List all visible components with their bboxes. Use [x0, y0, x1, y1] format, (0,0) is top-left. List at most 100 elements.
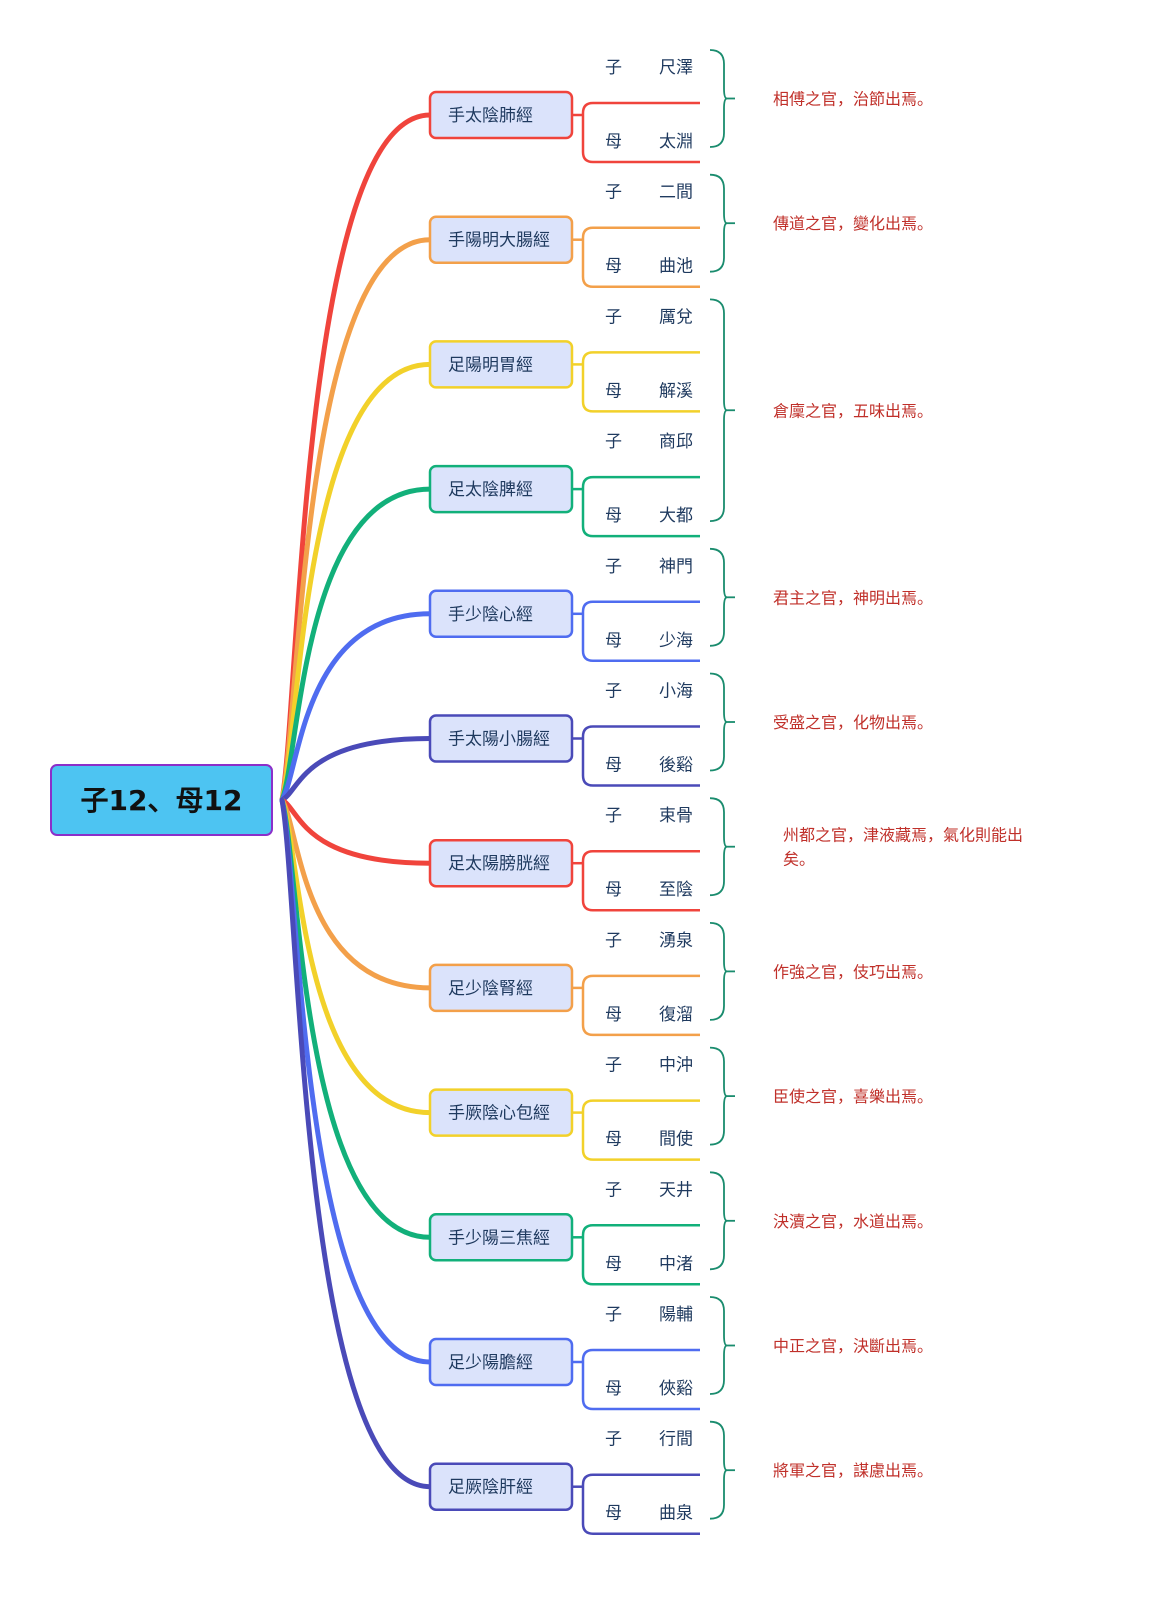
child-point-name: 小海 — [659, 682, 693, 702]
child-point[interactable]: 子湧泉 — [605, 931, 693, 951]
function-description-line: 將軍之官，謀慮出焉。 — [773, 1461, 933, 1480]
meridian-node[interactable]: 手太陽小腸經子小海母後谿 — [428, 682, 700, 787]
function-description-line: 作強之官，伎巧出焉。 — [773, 962, 933, 981]
child-point[interactable]: 子尺澤 — [605, 58, 693, 78]
leaf-bracket — [581, 475, 700, 538]
function-braces: 相傅之官，治節出焉。傳道之官，變化出焉。倉廩之官，五味出焉。君主之官，神明出焉。… — [709, 49, 1023, 1520]
child-point-name: 陽輔 — [659, 1305, 693, 1325]
leaf-bracket — [581, 1348, 700, 1411]
child-point-name: 神門 — [659, 557, 693, 577]
meridian-node-label: 足少陽膽經 — [448, 1353, 533, 1373]
mother-point[interactable]: 母 太淵 — [605, 132, 693, 152]
mother-label: 母 — [605, 132, 622, 152]
meridian-node-label: 手陽明大腸經 — [448, 231, 550, 251]
function-description: 將軍之官，謀慮出焉。 — [773, 1461, 933, 1480]
meridian-node[interactable]: 足陽明胃經 子厲兌母解溪 — [428, 307, 700, 413]
meridian-node[interactable]: 手太陰肺經子尺澤母太淵 — [428, 58, 700, 164]
mother-point-name: 至陰 — [659, 880, 693, 900]
child-point[interactable]: 子中沖 — [605, 1056, 693, 1076]
meridian-node[interactable]: 手少陰心經子神門母少海 — [428, 557, 700, 663]
branch-line — [279, 611, 433, 803]
mother-point[interactable]: 母曲池 — [605, 257, 693, 277]
child-label: 子 — [605, 183, 622, 203]
leaf-bracket — [581, 226, 700, 288]
mother-point[interactable]: 母至陰 — [605, 880, 693, 900]
summary-brace — [709, 797, 728, 897]
mother-point[interactable]: 母 後谿 — [605, 756, 693, 776]
branch-lines — [279, 112, 433, 1490]
mother-label: 母 — [605, 1504, 622, 1524]
meridian-node[interactable]: 足少陽膽經 子 陽輔母俠谿 — [428, 1305, 700, 1411]
meridian-node-label: 足厥陰肝經 — [448, 1478, 533, 1498]
leaf-bracket — [581, 600, 700, 663]
mother-point[interactable]: 母中渚 — [605, 1254, 693, 1274]
meridian-node-label: 足少陰腎經 — [448, 979, 533, 999]
child-point-name: 天井 — [659, 1180, 693, 1200]
function-description: 中正之官，決斷出焉。 — [773, 1337, 933, 1356]
function-description: 君主之官，神明出焉。 — [773, 588, 933, 607]
mother-point[interactable]: 母少海 — [605, 631, 693, 651]
child-point[interactable]: 子商邱 — [605, 432, 693, 452]
child-point-name: 中沖 — [659, 1056, 693, 1076]
meridian-node[interactable]: 手陽明大腸經 子二間母曲池 — [428, 183, 700, 288]
mother-point[interactable]: 母間使 — [605, 1129, 693, 1150]
meridian-node-label: 手少陽三焦經 — [448, 1228, 550, 1248]
child-point[interactable]: 子天井 — [605, 1180, 693, 1200]
meridian-node[interactable]: 足少陰腎經 子湧泉母復溜 — [428, 931, 700, 1037]
branch-line — [279, 486, 433, 803]
child-point[interactable]: 子 小海 — [605, 682, 693, 702]
mother-point-name: 大都 — [659, 506, 693, 526]
mother-label: 母 — [605, 756, 622, 776]
function-description-line: 臣使之官，喜樂出焉。 — [773, 1087, 933, 1106]
root-node[interactable]: 子12、母12 — [50, 764, 273, 836]
mother-point[interactable]: 母大都 — [605, 506, 693, 526]
summary-brace — [709, 1420, 728, 1520]
mother-point-name: 解溪 — [659, 381, 693, 401]
function-description-line: 君主之官，神明出焉。 — [773, 588, 933, 607]
mother-point[interactable]: 母解溪 — [605, 381, 693, 401]
leaf-bracket — [581, 849, 700, 912]
leaf-bracket — [581, 1224, 700, 1286]
meridian-node-label: 足陽明胃經 — [448, 355, 533, 375]
meridian-nodes: 手太陰肺經子尺澤母太淵手陽明大腸經子二間母曲池足陽明胃經子厲兌母解溪足太陰脾經子… — [428, 58, 700, 1535]
child-label: 子 — [605, 806, 622, 826]
child-point[interactable]: 子 陽輔 — [605, 1305, 693, 1325]
mother-point-name: 後谿 — [659, 756, 693, 776]
mother-point-name: 太淵 — [659, 132, 693, 152]
child-point[interactable]: 子行間 — [605, 1430, 693, 1450]
leaf-bracket — [581, 1473, 700, 1535]
mother-point[interactable]: 母俠谿 — [605, 1379, 693, 1399]
mother-label: 母 — [605, 257, 622, 277]
meridian-node-label: 足太陰脾經 — [448, 480, 533, 500]
child-point[interactable]: 子神門 — [605, 557, 693, 577]
child-point[interactable]: 子束骨 — [605, 806, 693, 826]
mother-point-name: 中渚 — [659, 1254, 693, 1274]
function-description-line: 倉廩之官，五味出焉。 — [773, 401, 933, 420]
meridian-node[interactable]: 足太陰脾經 子商邱母大都 — [428, 432, 700, 538]
branch-line — [279, 736, 433, 803]
mother-point-name: 復溜 — [659, 1005, 693, 1025]
function-description-line: 矣。 — [783, 850, 815, 869]
mother-label: 母 — [605, 1130, 622, 1150]
child-point-name: 湧泉 — [659, 931, 693, 951]
meridian-node[interactable]: 手厥陰心包經子中沖母間使 — [428, 1056, 700, 1161]
meridian-node[interactable]: 足厥陰肝經 子行間母 曲泉 — [428, 1430, 700, 1535]
child-label: 子 — [605, 432, 622, 452]
root-node-label: 子12、母12 — [81, 784, 243, 817]
child-label: 子 — [605, 682, 622, 702]
child-point[interactable]: 子二間 — [605, 183, 693, 203]
child-label: 子 — [605, 1305, 622, 1325]
mother-point-name: 曲泉 — [659, 1504, 693, 1524]
meridian-node[interactable]: 手少陽三焦經 子天井母中渚 — [428, 1180, 700, 1286]
mother-point[interactable]: 母復溜 — [605, 1005, 693, 1025]
mother-point[interactable]: 母 曲泉 — [605, 1504, 693, 1524]
root-node-box — [50, 764, 273, 836]
function-description: 臣使之官，喜樂出焉。 — [773, 1087, 933, 1106]
mother-point-name: 少海 — [659, 631, 693, 651]
mother-point-name: 俠谿 — [659, 1379, 693, 1399]
child-point[interactable]: 子厲兌 — [605, 307, 693, 327]
meridian-node[interactable]: 足太陽膀胱經子束骨母至陰 — [428, 806, 700, 912]
function-description-line: 決瀆之官，水道出焉。 — [773, 1212, 933, 1231]
